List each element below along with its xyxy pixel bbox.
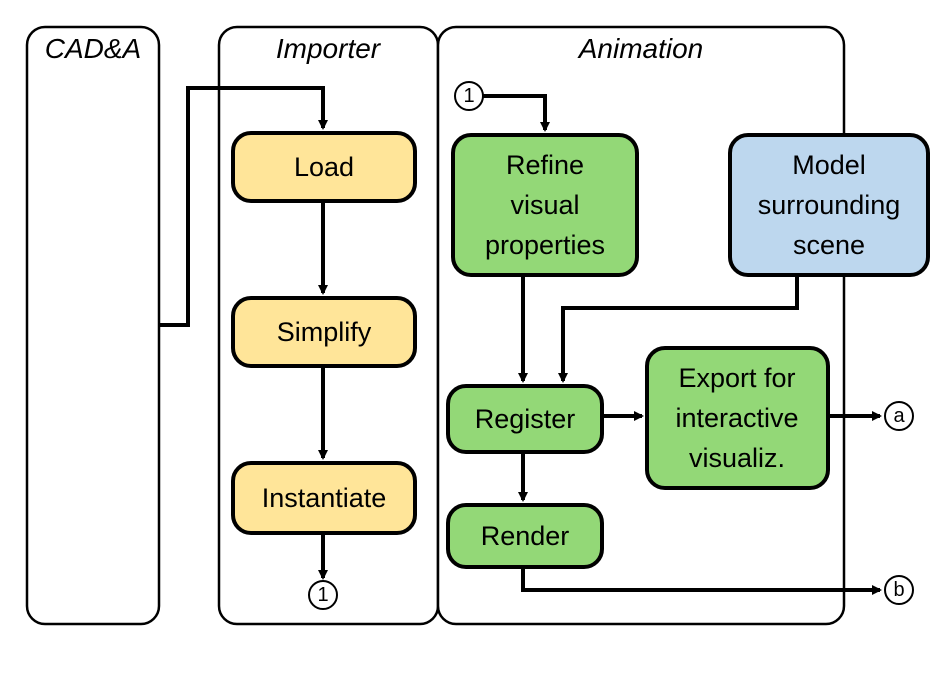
connector-out-1: 1 — [308, 580, 338, 610]
box-export-label: Export for interactive visualiz. — [675, 363, 798, 473]
edge-cad-to-load — [159, 86, 328, 327]
lane-cad: CAD&A — [25, 25, 161, 626]
connector-a-label: a — [893, 405, 905, 427]
lane-title-importer: Importer — [276, 33, 382, 64]
label-line: Refine — [506, 150, 584, 180]
box-model-surrounding-scene: Model surrounding scene — [728, 133, 930, 277]
label-line: visual — [510, 190, 579, 220]
label-line: Register — [475, 404, 576, 434]
label-line: Simplify — [277, 317, 372, 347]
edge-in1-to-refine — [483, 94, 550, 132]
label-line: scene — [793, 230, 865, 260]
box-simplify: Simplify — [231, 296, 417, 368]
box-load-label: Load — [294, 152, 354, 182]
box-export-interactive-visualization: Export for interactive visualiz. — [645, 346, 830, 490]
connector-out-1-label: 1 — [317, 584, 328, 606]
box-refine-visual-properties: Refine visual properties — [451, 133, 639, 277]
box-render-label: Render — [481, 521, 570, 551]
box-refine-label: Refine visual properties — [485, 150, 605, 260]
box-render: Render — [446, 503, 604, 569]
label-line: Render — [481, 521, 570, 551]
connector-b: b — [884, 575, 914, 605]
lane-title-cad: CAD&A — [45, 33, 141, 64]
connector-in-1: 1 — [454, 81, 484, 111]
edge-model-to-register — [558, 275, 799, 383]
edges — [159, 86, 882, 595]
box-register: Register — [446, 384, 604, 454]
label-line: Load — [294, 152, 354, 182]
box-load: Load — [231, 131, 417, 203]
box-instantiate: Instantiate — [231, 461, 417, 535]
label-line: surrounding — [758, 190, 901, 220]
label-line: Export for — [678, 363, 795, 393]
connector-in-1-label: 1 — [463, 85, 474, 107]
box-instantiate-label: Instantiate — [262, 483, 387, 513]
edge-render-to-b — [521, 567, 882, 595]
box-simplify-label: Simplify — [277, 317, 372, 347]
label-line: Instantiate — [262, 483, 387, 513]
label-line: properties — [485, 230, 605, 260]
lane-title-animation: Animation — [577, 33, 704, 64]
label-line: visualiz. — [689, 443, 785, 473]
label-line: Model — [792, 150, 866, 180]
box-model-label: Model surrounding scene — [758, 150, 901, 260]
connector-a: a — [884, 401, 914, 431]
box-register-label: Register — [475, 404, 576, 434]
label-line: interactive — [675, 403, 798, 433]
connector-b-label: b — [893, 579, 904, 601]
